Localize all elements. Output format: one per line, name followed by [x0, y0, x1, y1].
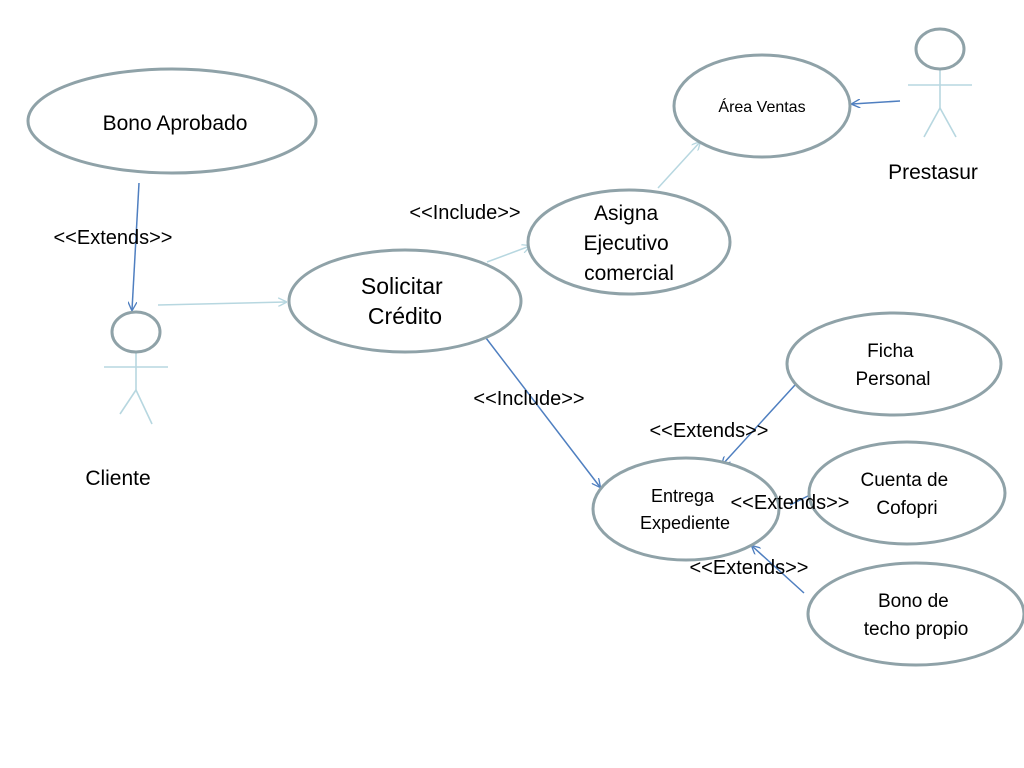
actor-cliente[interactable] [104, 310, 168, 425]
label-cuenta-cofopri: Cuenta de Cofopri [861, 470, 954, 519]
use-case-bono-techo[interactable] [806, 561, 1024, 667]
edge-bono-to-cliente [132, 182, 140, 310]
use-case-solicitar-credito[interactable] [287, 248, 523, 354]
label-area-ventas: Área Ventas [718, 97, 805, 116]
edge-cliente-to-solicitar [157, 302, 286, 305]
edge-prestasur-to-area-ventas [852, 101, 901, 104]
edge-asigna-to-area-ventas [657, 142, 700, 189]
label-include-entrega: <<Include>> [473, 388, 584, 410]
edge-techo-to-entrega [752, 546, 805, 594]
label-entrega-expediente: Entrega Expediente [640, 486, 730, 533]
label-extends-techo: <<Extends>> [690, 557, 809, 579]
label-actor-cliente: Cliente [85, 467, 150, 490]
label-bono-aprobado: Bono Aprobado [103, 112, 248, 135]
label-extends-ficha: <<Extends>> [650, 420, 769, 442]
edge-solicitar-to-asigna [486, 246, 530, 263]
label-include-asigna: <<Include>> [409, 202, 520, 224]
use-case-bono-aprobado[interactable] [26, 67, 318, 175]
edge-solicitar-to-entrega [485, 337, 600, 487]
label-bono-techo: Bono de techo propio [864, 591, 969, 640]
use-case-cuenta-cofopri[interactable] [807, 440, 1007, 546]
use-case-ficha-personal[interactable] [785, 311, 1003, 417]
label-asigna-ejecutivo: Asigna Ejecutivo comercial [583, 202, 674, 285]
label-extends-bono: <<Extends>> [54, 227, 173, 249]
use-case-entrega-expediente[interactable] [591, 456, 781, 562]
label-actor-prestasur: Prestasur [888, 161, 978, 184]
actor-prestasur[interactable] [908, 27, 972, 138]
use-case-area-ventas[interactable] [672, 53, 852, 159]
use-case-asigna-ejecutivo[interactable] [526, 188, 732, 296]
edge-ficha-to-entrega [722, 384, 796, 465]
label-solicitar-credito: Solicitar Crédito [361, 273, 449, 329]
label-ficha-personal: Ficha Personal [856, 341, 931, 390]
label-extends-cuenta: <<Extends>> [731, 492, 850, 514]
